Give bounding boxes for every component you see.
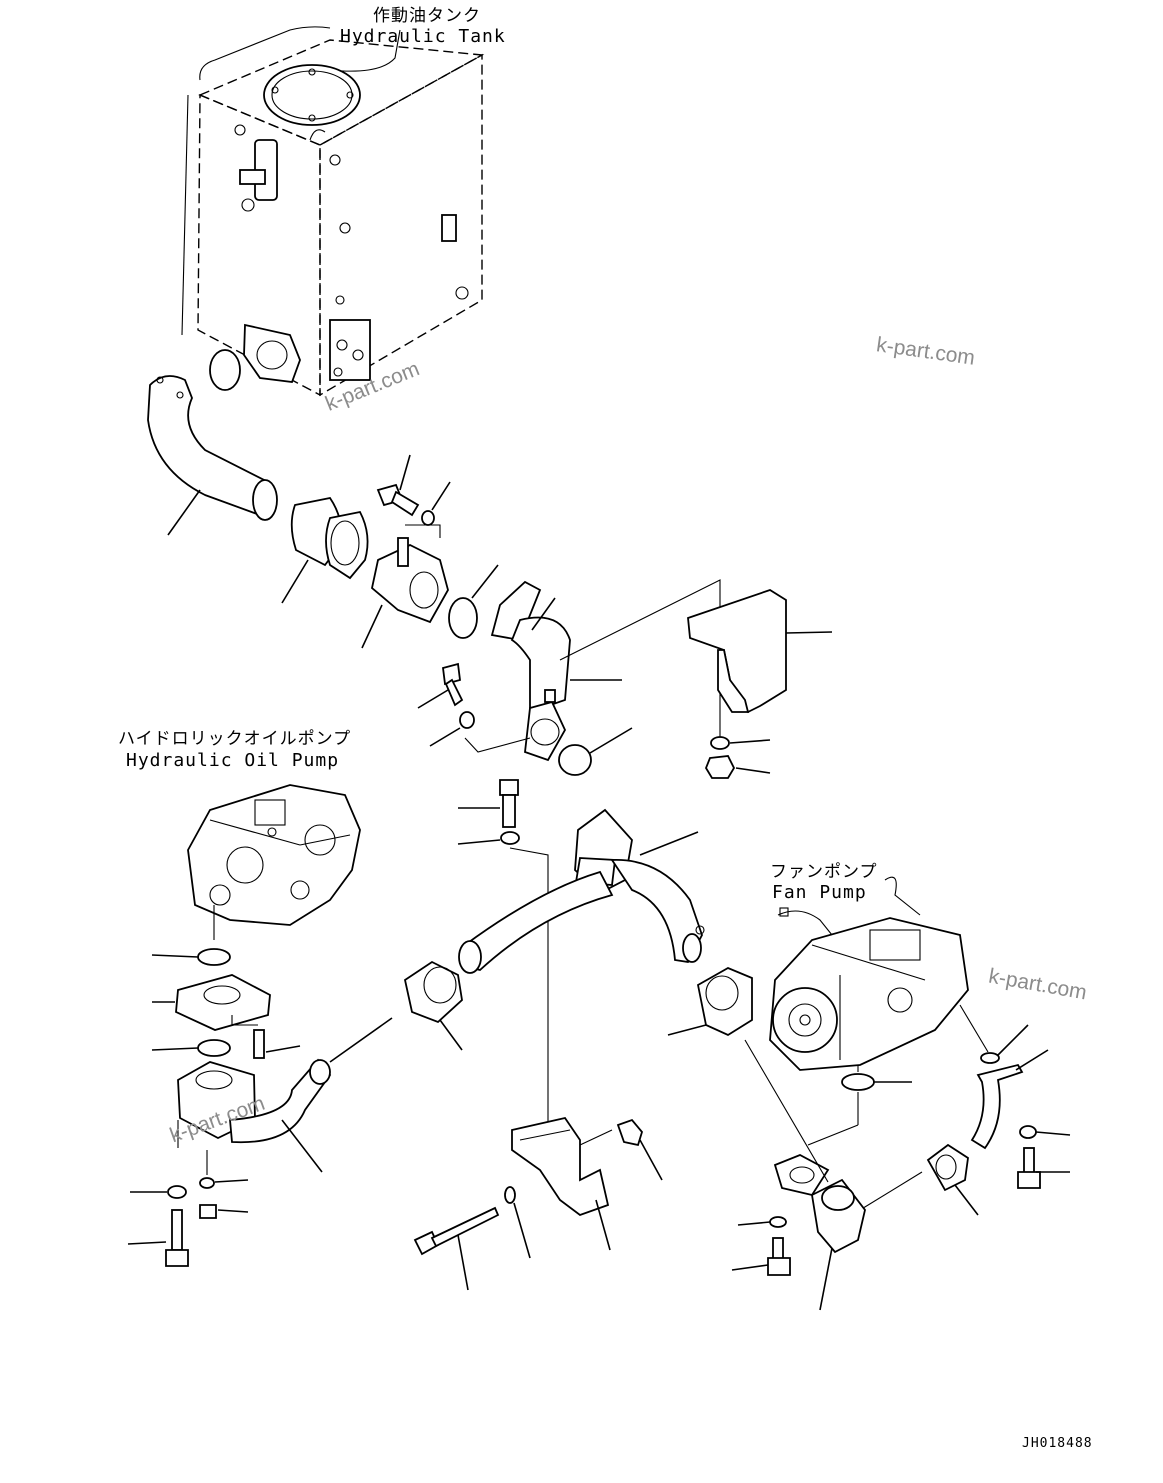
hose-clamp-left: [403, 960, 463, 1051]
bolt-right: [1017, 1147, 1070, 1189]
hydraulic-tank: [181, 26, 485, 397]
suction-pipe-lower: [229, 1017, 393, 1173]
small-pipe-right: [970, 1049, 1049, 1150]
bolt-washer-mid: [417, 662, 531, 753]
o-ring-small: [199, 1177, 215, 1189]
washer: [710, 736, 730, 750]
elbow-pipe: [490, 580, 622, 762]
hydraulic-tank-label-en: Hydraulic Tank: [340, 26, 506, 47]
leader: [744, 1039, 829, 1183]
o-ring-small: [980, 1052, 1000, 1064]
fan-pump: [769, 876, 969, 1072]
drawing-number: JH018488: [1022, 1436, 1093, 1451]
flange-tube: [361, 537, 449, 649]
washer: [167, 1185, 187, 1199]
hydraulic-pump-label-jp: ハイドロリックオイルポンプ: [118, 729, 352, 749]
bolt-pump: [253, 1029, 301, 1059]
bolt-washer-top: [376, 454, 451, 538]
o-ring: [197, 948, 231, 966]
o-ring: [558, 744, 592, 776]
o-ring: [448, 597, 478, 639]
hydraulic-tank-label-jp: 作動油タンク: [373, 6, 481, 26]
bolt-bottom-right: [731, 1237, 791, 1276]
fan-pump-elbow: [773, 1154, 866, 1311]
bolt-washer-center: [457, 779, 549, 1130]
support-bracket: [511, 1116, 611, 1251]
washer: [769, 1216, 787, 1228]
o-ring: [209, 349, 241, 391]
hose-clamp-bottom-right: [859, 1143, 979, 1216]
long-bolt: [413, 1206, 500, 1291]
nut: [704, 755, 736, 779]
hose-clamp-pair: [281, 497, 369, 604]
fan-pump-label-jp: ファンポンプ: [770, 862, 878, 882]
washer: [1019, 1125, 1037, 1139]
hydraulic-pump-label-en: Hydraulic Oil Pump: [126, 750, 340, 771]
pipe-bracket: [559, 579, 833, 740]
hose-clamp-right: [667, 966, 753, 1037]
y-branch-pipe: [458, 808, 705, 974]
o-ring: [841, 1073, 875, 1091]
spacer-collar: [616, 1118, 644, 1147]
fan-pump-label-en: Fan Pump: [772, 882, 867, 903]
leader: [231, 1015, 258, 1026]
washer: [504, 1186, 516, 1204]
plug: [199, 1204, 217, 1219]
suction-pipe-upper: [147, 375, 278, 536]
pump-flange-plate: [152, 974, 271, 1031]
o-ring: [197, 1039, 231, 1057]
hydraulic-oil-pump: [187, 784, 361, 940]
bolt-long-left: [127, 1209, 189, 1267]
